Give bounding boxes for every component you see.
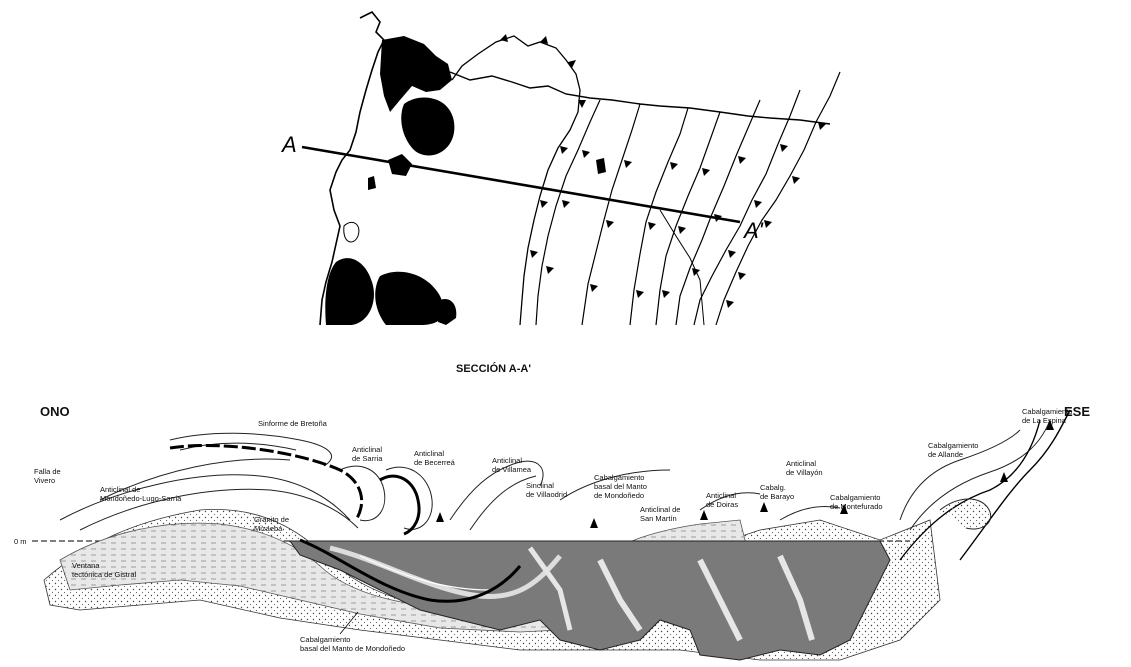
outline-body [344, 222, 359, 242]
location-map: A A' [280, 12, 840, 325]
west-label: ONO [40, 404, 70, 419]
point-a-label: A [280, 132, 297, 157]
section-line [302, 147, 740, 222]
datum-label: 0 m [14, 537, 27, 546]
point-a-prime-label: A' [742, 218, 764, 243]
thrust-teeth [500, 34, 826, 308]
label-cabalg-boal: Cabalg.de Barayo [760, 483, 794, 501]
thrust-line [582, 104, 640, 325]
allande-fold [940, 499, 991, 529]
label-sinforme-bretona: Sinforme de Bretoña [258, 419, 328, 428]
marker-horizon [380, 476, 419, 534]
granite-body [325, 258, 374, 325]
granite-body [401, 98, 454, 156]
granite-body [368, 176, 376, 190]
cross-section: SECCIÓN A-A' ONO ESE 0 m [14, 362, 1090, 660]
thrust-trace [960, 410, 1070, 560]
thrust-line [694, 90, 800, 325]
granite-body [375, 272, 443, 325]
north-coast [450, 72, 830, 124]
section-title: SECCIÓN A-A' [456, 362, 531, 375]
thrust-line [716, 72, 840, 325]
granite-body [438, 299, 456, 325]
granite-body [596, 158, 606, 174]
